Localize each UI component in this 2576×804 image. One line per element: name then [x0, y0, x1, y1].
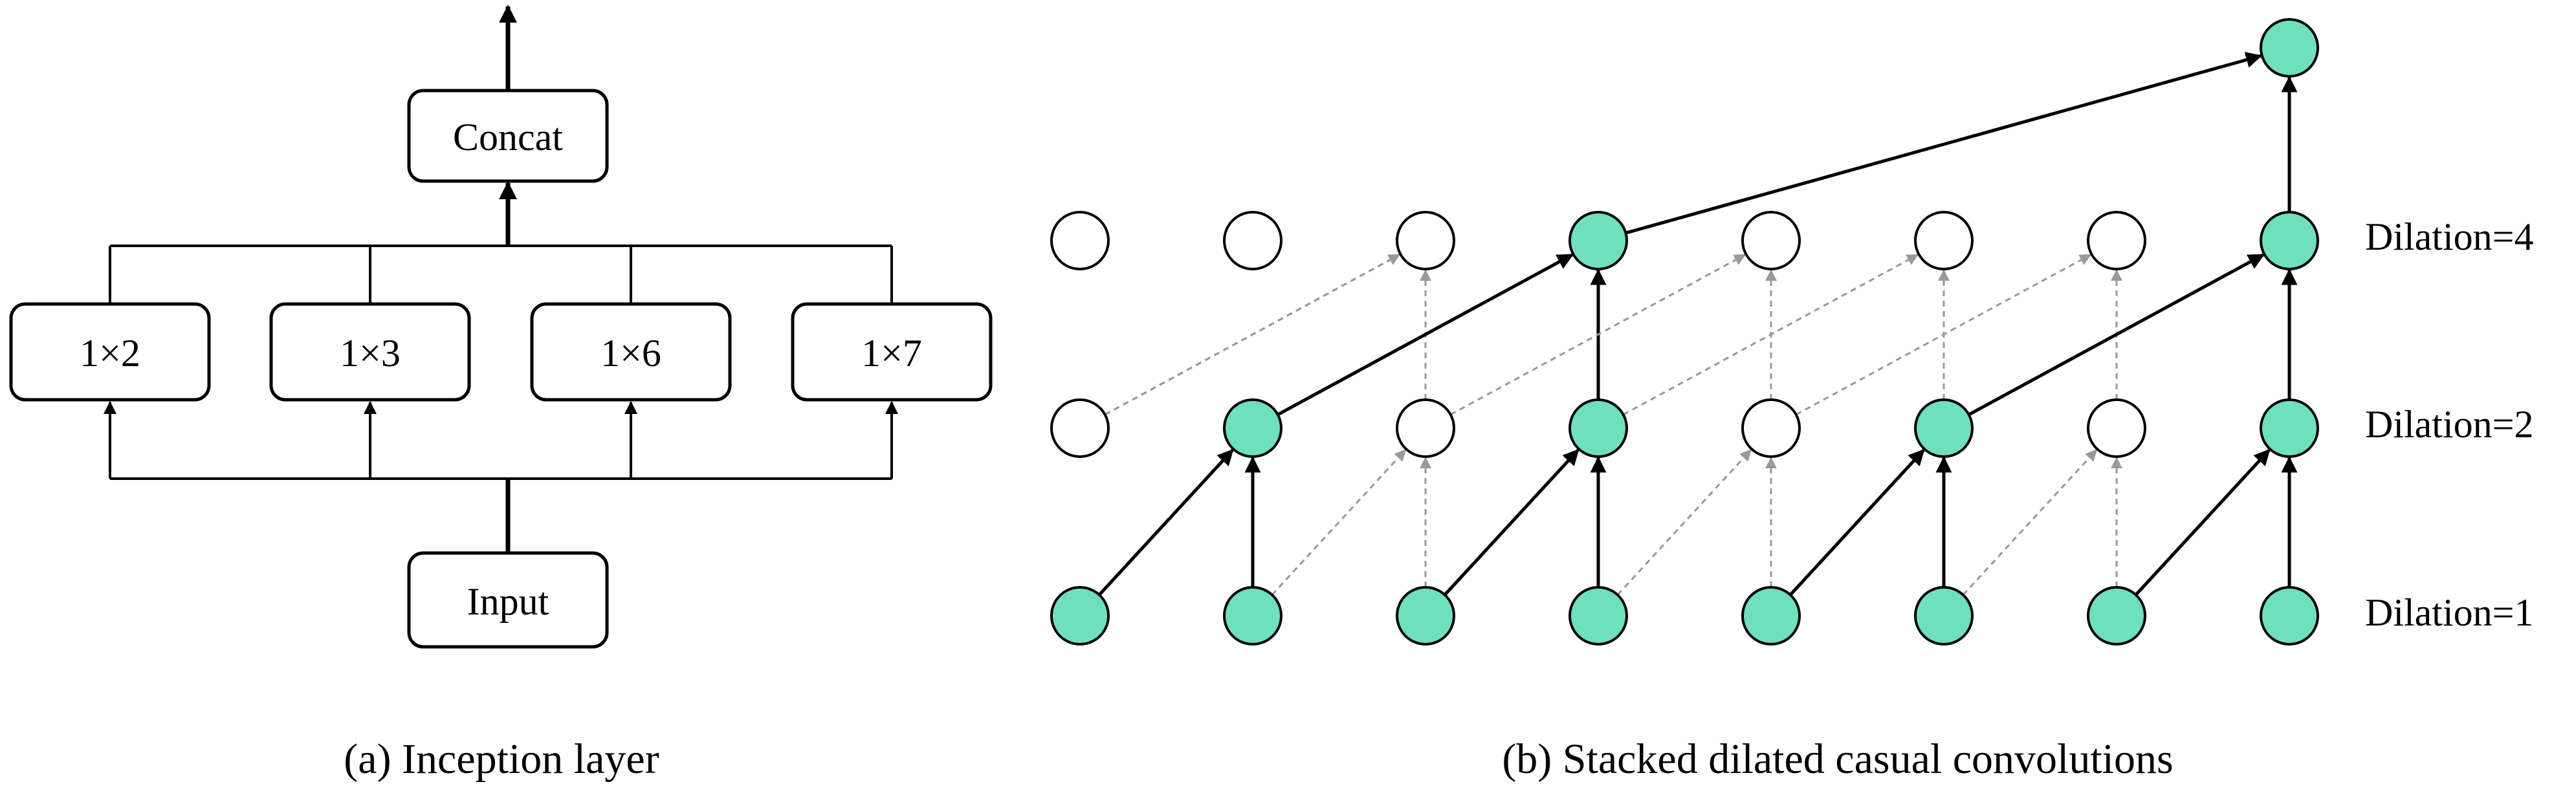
- inactive-connection: [1616, 449, 1752, 596]
- dilation-label-1: Dilation=1: [2365, 591, 2533, 634]
- active-node-input: [1914, 586, 1974, 646]
- inactive-node-dilation-2: [1396, 398, 1455, 458]
- inactive-connection: [1104, 254, 1401, 416]
- inactive-node-dilation-4: [1914, 211, 1974, 270]
- active-connection: [1097, 449, 1234, 596]
- active-node-input: [1223, 586, 1282, 646]
- active-node-input: [1050, 586, 1110, 646]
- inactive-node-dilation-2: [2087, 398, 2146, 458]
- active-connection: [1968, 253, 2265, 417]
- inactive-connection: [1271, 449, 1407, 596]
- active-connection: [2134, 449, 2271, 596]
- inactive-connection: [1962, 449, 2098, 596]
- dilated-conv-panel: Dilation=4 Dilation=2 Dilation=1 (b) Sta…: [1050, 18, 2533, 783]
- kernel-box-1x6: 1×6: [530, 302, 732, 402]
- active-node-dilation-2: [1569, 398, 1628, 458]
- inactive-node-dilation-2: [1050, 398, 1110, 458]
- kernel-box-1x7: 1×7: [791, 302, 993, 402]
- concat-box: Concat: [407, 89, 609, 183]
- active-node-dilation-2: [2260, 398, 2319, 458]
- active-node-dilation-2: [1223, 398, 1282, 458]
- input-label: Input: [467, 580, 549, 623]
- inactive-node-dilation-2: [1741, 398, 1801, 458]
- caption-b: (b) Stacked dilated casual convolutions: [1502, 735, 2173, 783]
- active-connection: [1789, 449, 1925, 596]
- inactive-node-dilation-4: [2087, 211, 2146, 270]
- active-node-input: [1569, 586, 1628, 646]
- caption-a: (a) Inception layer: [344, 735, 659, 783]
- kernel-label: 1×6: [600, 332, 661, 375]
- active-node-input: [1741, 586, 1801, 646]
- dilation-label-4: Dilation=4: [2365, 215, 2533, 258]
- active-connection: [1277, 253, 1574, 417]
- kernel-label: 1×3: [340, 332, 401, 375]
- dilation-label-2: Dilation=2: [2365, 403, 2533, 446]
- active-node-output: [2260, 18, 2319, 78]
- active-node-dilation-2: [1914, 398, 1974, 458]
- edges-layer: [1097, 52, 2298, 596]
- kernel-box-1x2: 1×2: [9, 302, 211, 402]
- active-node-dilation-4: [1569, 211, 1628, 270]
- inactive-connection: [1795, 254, 2092, 416]
- inactive-connection: [1622, 254, 1919, 416]
- input-box: Input: [407, 551, 609, 649]
- inactive-connection: [1449, 254, 1746, 416]
- active-node-input: [2260, 586, 2319, 646]
- active-node-input: [2087, 586, 2146, 646]
- active-connection: [1625, 52, 2263, 235]
- kernel-box-1x3: 1×3: [269, 302, 471, 402]
- nodes-layer: [1050, 18, 2319, 646]
- active-node-input: [1396, 586, 1455, 646]
- active-connection: [1443, 449, 1580, 596]
- kernel-label: 1×7: [861, 332, 922, 375]
- inactive-node-dilation-4: [1741, 211, 1801, 270]
- concat-label: Concat: [453, 116, 563, 158]
- inactive-node-dilation-4: [1396, 211, 1455, 270]
- inactive-node-dilation-4: [1223, 211, 1282, 270]
- kernel-label: 1×2: [80, 332, 140, 375]
- inception-layer-panel: Concat 1×2 1×3 1×6 1×7: [9, 5, 993, 783]
- active-node-dilation-4: [2260, 211, 2319, 270]
- inactive-node-dilation-4: [1050, 211, 1110, 270]
